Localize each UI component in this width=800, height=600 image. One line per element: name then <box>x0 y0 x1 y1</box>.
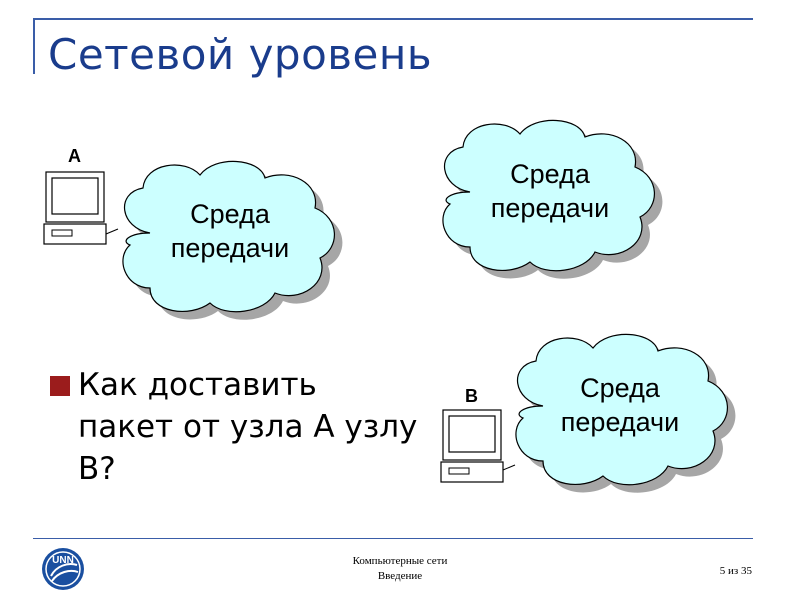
computer-a-icon <box>43 171 119 245</box>
cloud-1-label: Среда передачи <box>130 197 330 265</box>
cloud-1-line2: передачи <box>170 233 290 263</box>
bullet-marker <box>50 376 70 396</box>
cloud-3-line1: Среда <box>580 373 660 403</box>
cloud-3-line2: передачи <box>560 407 680 437</box>
cloud-3-label: Среда передачи <box>520 371 720 439</box>
header-left-rule <box>33 18 35 74</box>
footer-rule <box>33 538 753 539</box>
footer-page-number: 5 из 35 <box>719 565 752 577</box>
header-top-rule <box>33 18 753 20</box>
node-b-label: B <box>465 386 478 406</box>
network-diagram <box>43 119 736 493</box>
slide-title: Сетевой уровень <box>48 30 433 79</box>
cloud-2-line1: Среда <box>510 159 590 189</box>
logo-text: UNN <box>52 555 74 566</box>
node-a-label: A <box>68 146 81 166</box>
bullet-text: Как доставить пакет от узла A узлу B? <box>78 367 418 487</box>
cloud-2-line2: передачи <box>490 193 610 223</box>
cloud-2-label: Среда передачи <box>450 157 650 225</box>
footer-course: Компьютерные сети <box>352 555 448 567</box>
computer-b-icon <box>440 409 516 483</box>
footer-info: Компьютерные сети Введение <box>300 554 500 584</box>
footer-section: Введение <box>377 570 423 582</box>
unn-logo-icon: UNN <box>42 548 84 590</box>
cloud-1-line1: Среда <box>190 199 270 229</box>
